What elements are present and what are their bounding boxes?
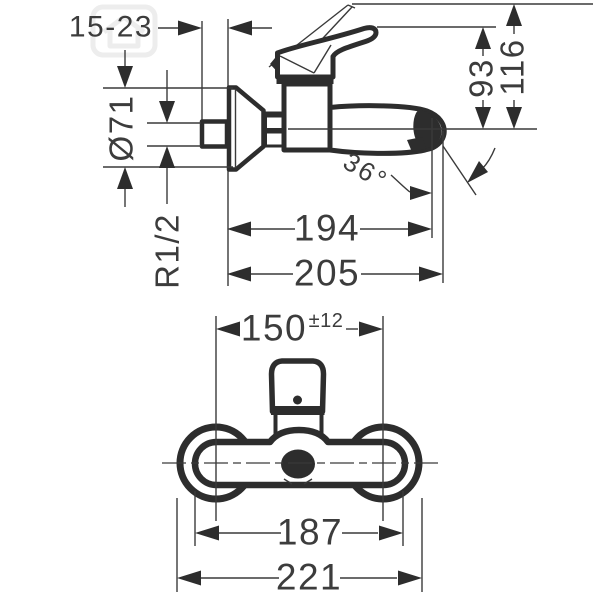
label-connection-spacing: 150: [241, 308, 307, 349]
label-spout-reach: 194: [294, 208, 360, 249]
label-overall-projection: 205: [294, 253, 360, 294]
pipe-nipple: [199, 119, 230, 149]
handle-front: [268, 358, 327, 415]
front-view: 150 ±12 187 221: [162, 308, 442, 598]
label-overall-width: 221: [276, 557, 342, 598]
aerator-stream-hints: [283, 478, 313, 485]
aerator-nub: [407, 137, 426, 152]
dimension-spout-reach: 194: [227, 118, 433, 249]
dimension-height-handle: 93: [463, 27, 500, 129]
dimension-connection-spacing: 150 ±12: [216, 308, 383, 349]
dimension-wall-offset: 15-23: [69, 11, 272, 44]
label-escutcheon-diameter: Ø71: [103, 95, 140, 162]
dimension-spout-angle: 36°: [338, 145, 496, 200]
label-connection-thread: R1/2: [149, 213, 186, 289]
dimension-overall-projection: 205: [227, 131, 444, 294]
label-wall-offset: 15-23: [69, 11, 153, 44]
watermark: [90, 4, 158, 58]
dimension-overall-width: 221: [177, 557, 422, 598]
label-body-width: 187: [277, 512, 343, 553]
label-height-open-lever: 116: [494, 38, 531, 95]
dimension-body-width: 187: [195, 512, 403, 553]
label-connection-tolerance: ±12: [309, 310, 344, 332]
mixer-body: [281, 81, 333, 153]
side-view: 15-23 Ø71 R1/2: [69, 3, 593, 294]
dimension-height-open-lever: 116: [494, 4, 531, 129]
dimension-connection-thread: R1/2: [147, 70, 201, 289]
escutcheon-side: [226, 85, 266, 172]
label-height-handle: 93: [463, 58, 500, 98]
lever-handle-facet-lines: [270, 44, 332, 74]
handle-indicator-dot: [293, 395, 302, 405]
aerator-outlet: [281, 449, 315, 479]
